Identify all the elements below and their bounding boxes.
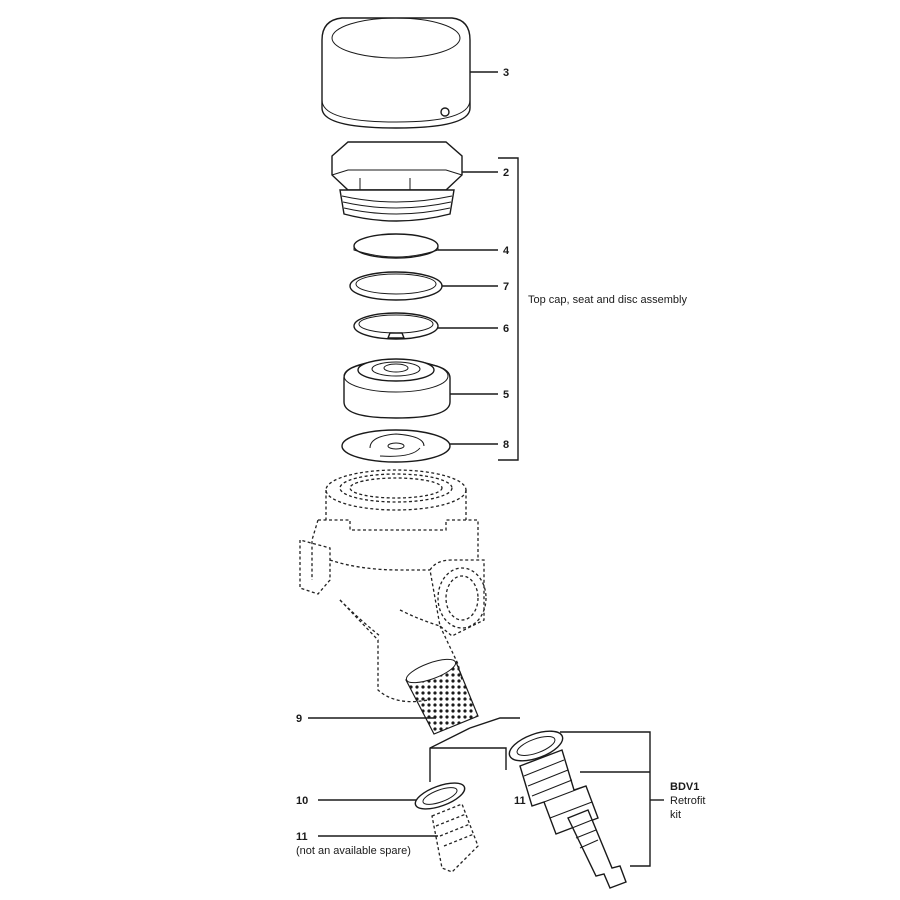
callout-bdv-gasket: 11 xyxy=(514,795,526,807)
callout-ring: 7 xyxy=(503,281,509,293)
callout-disc: 4 xyxy=(503,245,510,257)
not-spare-note: (not an available spare) xyxy=(296,845,411,857)
callout-circlip: 6 xyxy=(503,323,509,335)
gasket-part xyxy=(341,429,451,463)
kit-title: BDV1 xyxy=(670,781,699,793)
callout-plug: 11 xyxy=(296,831,308,843)
callout-top-cap: 3 xyxy=(503,67,509,79)
kit-label-line2: Retrofit xyxy=(670,795,705,807)
callout-cap-nut: 2 xyxy=(503,167,509,179)
seat-part xyxy=(343,358,451,419)
circlip-part xyxy=(353,312,439,340)
bdv-body-part xyxy=(519,749,599,835)
top-cap-part xyxy=(321,17,471,129)
ring-part xyxy=(349,271,443,301)
screen-part xyxy=(405,658,479,735)
callout-screen: 9 xyxy=(296,713,302,725)
plug-gasket-part xyxy=(414,782,466,810)
assembly-label: Top cap, seat and disc assembly xyxy=(528,294,687,306)
bdv-valve-part xyxy=(567,809,627,889)
callout-gasket: 8 xyxy=(503,439,509,451)
disc-part xyxy=(353,233,439,259)
kit-label-line3: kit xyxy=(670,809,681,821)
leader-lines xyxy=(308,71,664,867)
cap-nut-part xyxy=(331,141,463,222)
bdv-gasket-part xyxy=(508,730,564,762)
plug-part-outline xyxy=(431,803,479,873)
callout-seat: 5 xyxy=(503,389,509,401)
callout-plug-gasket: 10 xyxy=(296,795,308,807)
